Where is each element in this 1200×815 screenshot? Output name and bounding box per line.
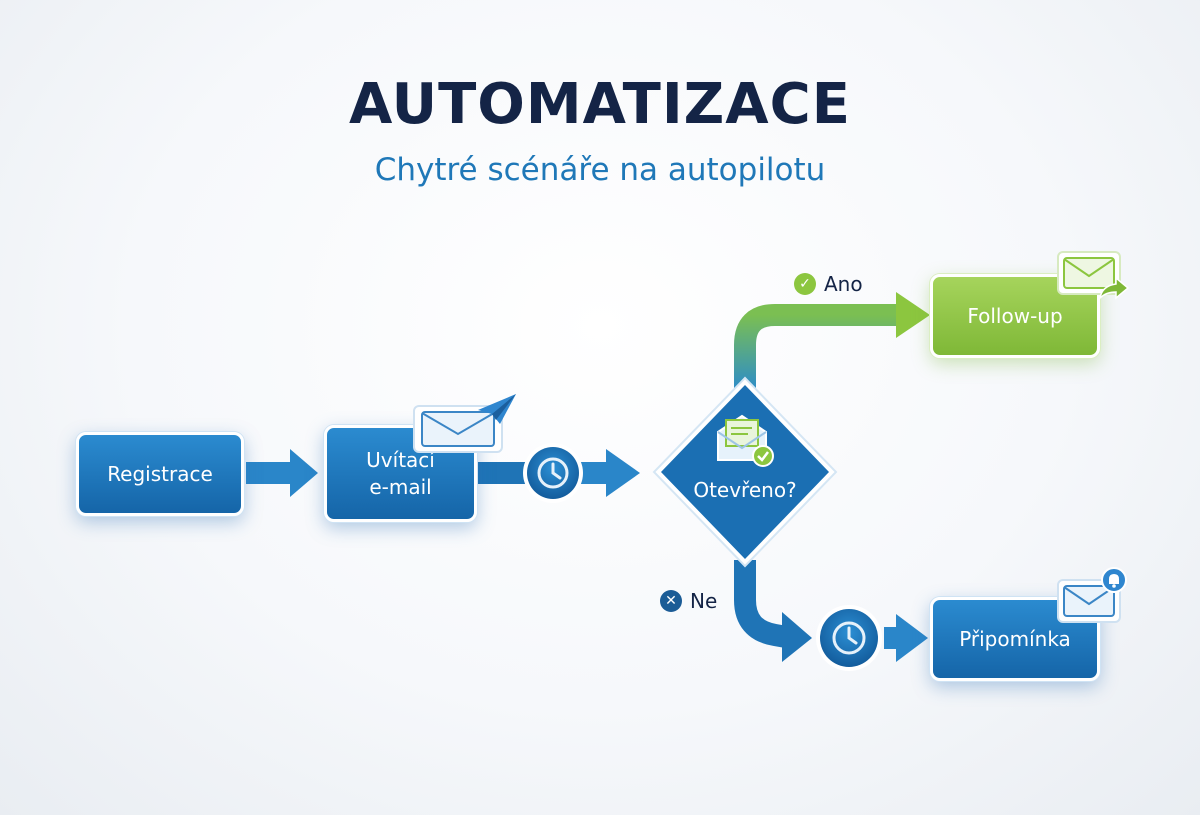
cross-icon: ✕ (660, 590, 682, 612)
node-pripominka-label: Připomínka (959, 626, 1071, 651)
arrow-no-to-timer (734, 560, 812, 662)
branch-no: ✕ Ne (660, 589, 717, 613)
envelope-forward-icon (1057, 251, 1130, 301)
node-registrace: Registrace (76, 432, 244, 516)
node-decision-label: Otevřeno? (693, 478, 797, 502)
check-icon: ✓ (794, 273, 816, 295)
envelope-bell-icon (1057, 567, 1127, 623)
envelope-send-icon (413, 394, 516, 453)
node-followup-label: Follow-up (967, 303, 1063, 328)
arrow-timer-to-decision (580, 449, 640, 497)
arrow-yes-to-followup (734, 292, 930, 392)
page-title: AUTOMATIZACE (349, 72, 851, 137)
arrow-timer-to-pripominka (884, 614, 928, 662)
arrow-registrace-to-uvitaci (246, 449, 318, 497)
opened-envelope-check-icon (717, 414, 774, 467)
node-registrace-label: Registrace (107, 461, 213, 486)
branch-yes-label: Ano (824, 272, 863, 296)
clock-icon (523, 443, 583, 503)
branch-yes: ✓ Ano (794, 272, 863, 296)
branch-no-label: Ne (690, 589, 718, 613)
page-subtitle: Chytré scénáře na autopilotu (374, 152, 826, 188)
decision-diamond (652, 376, 838, 568)
node-uvitaci-label-line2: e-mail (369, 474, 432, 499)
clock-icon (816, 605, 882, 671)
connector-uvitaci-to-timer (476, 462, 530, 484)
node-uvitaci-label: Uvítací e-mail (366, 447, 435, 501)
